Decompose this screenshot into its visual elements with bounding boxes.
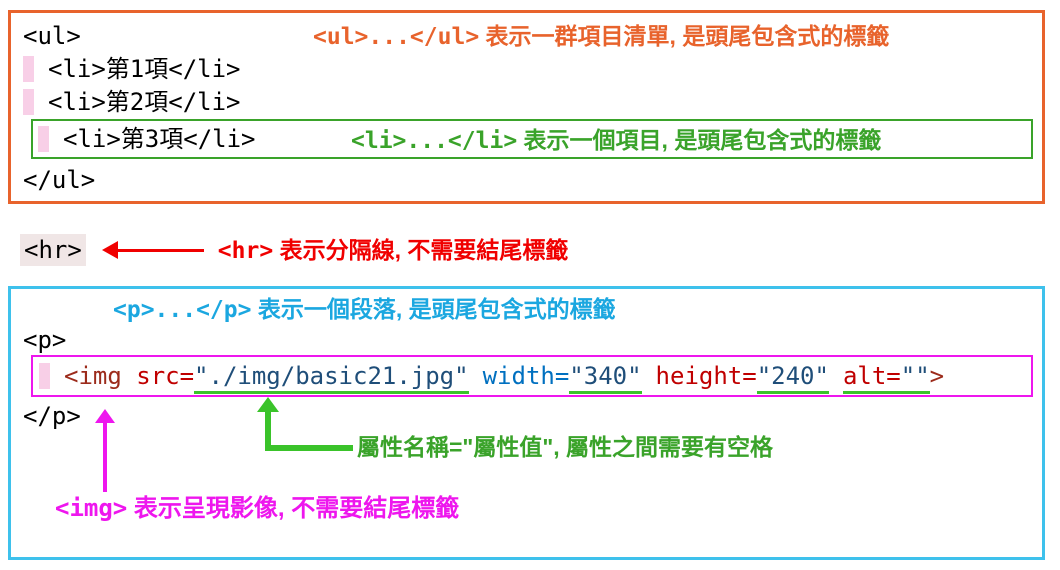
selection-highlight [39,363,50,389]
up-arrow-attr-icon [257,397,353,455]
attr-alt: alt= [842,362,901,390]
code-text: <li>第2項</li> [48,88,241,116]
arrowhead [257,397,279,412]
p-annotation-tag: <p>...</p> [113,297,252,323]
hr-section: <hr> <hr> 表示分隔線, 不需要結尾標籤 [20,234,568,266]
hr-annotation: <hr> 表示分隔線, 不需要結尾標籤 [218,235,569,266]
p-code-panel: <p>...</p> 表示一個段落, 是頭尾包含式的標籤 <p> <img sr… [8,286,1045,560]
li-annotation-tag: <li>...</li> [351,128,518,154]
arrowhead [101,241,118,259]
li-annotation: <li>...</li> 表示一個項目, 是頭尾包含式的標籤 [351,125,881,156]
selection-highlight [23,89,34,115]
p-annotation: <p>...</p> 表示一個段落, 是頭尾包含式的標籤 [113,294,616,325]
ul-annotation-text: 表示一群項目清單, 是頭尾包含式的標籤 [479,23,890,49]
img-tag-close: > [929,362,945,390]
code-line-hr: <hr> [20,234,86,266]
ul-annotation: <ul>...</ul> 表示一群項目清單, 是頭尾包含式的標籤 [313,21,889,52]
hr-annotation-tag: <hr> [217,237,274,264]
hr-annotation-text: 表示分隔線, 不需要結尾標籤 [273,236,569,263]
li-highlight-box: <li>第3項</li> <li>...</li> 表示一個項目, 是頭尾包含式… [31,119,1033,159]
img-annotation-text: 表示呈現影像, 不需要結尾標籤 [127,495,460,522]
code-text: </p> [23,402,81,430]
code-text: <ul> [23,22,81,50]
code-line-li-3: <li>第3項</li> [63,125,256,153]
ul-annotation-tag: <ul>...</ul> [313,24,480,50]
code-line-p-open: <p> [23,325,66,355]
attr-src: src= [136,362,195,390]
arrow-horizontal-shaft [265,445,353,451]
arrow-vertical-shaft [103,422,107,492]
code-text: </ul> [23,166,96,194]
selection-highlight [38,126,49,152]
attr-alt-value: "" [900,362,930,390]
li-annotation-text: 表示一個項目, 是頭尾包含式的標籤 [517,127,882,153]
img-annotation: <img> 表示呈現影像, 不需要結尾標籤 [55,493,459,524]
code-text: <p> [23,326,67,354]
img-highlight-box: <img src="./img/basic21.jpg" width="340" h… [31,355,1033,397]
code-line-ul-open: <ul> [23,21,81,51]
arrowhead [95,409,115,423]
attr-src-value: "./img/basic21.jpg" [194,362,469,394]
arrow-vertical-shaft [265,411,271,450]
arrow-shaft [117,248,204,252]
code-line-ul-close: </ul> [23,165,95,195]
selection-highlight [23,56,34,82]
attr-width: width= [482,362,570,390]
ul-code-panel: <ul> <ul>...</ul> 表示一群項目清單, 是頭尾包含式的標籤 <l… [8,10,1045,204]
code-text: <li>第1項</li> [48,55,241,83]
attr-width-value: "340" [569,362,642,394]
img-tag-open: <img [64,362,137,390]
attribute-annotation: 屬性名稱="屬性值", 屬性之間需要有空格 [357,434,774,460]
attr-height: height= [655,362,757,390]
attr-height-value: "240" [756,362,829,394]
up-arrow-img-icon [95,409,115,495]
code-line-p-close: </p> [23,401,81,431]
left-arrow-icon [101,241,204,259]
code-line-li-1: <li>第1項</li> [23,54,241,84]
code-line-li-2: <li>第2項</li> [23,87,241,117]
code-line-img: <img src="./img/basic21.jpg" width="340" h… [64,361,945,394]
img-annotation-tag: <img> [55,494,128,522]
p-annotation-text: 表示一個段落, 是頭尾包含式的標籤 [251,296,616,322]
attr-alt-group: alt="" [842,362,930,394]
